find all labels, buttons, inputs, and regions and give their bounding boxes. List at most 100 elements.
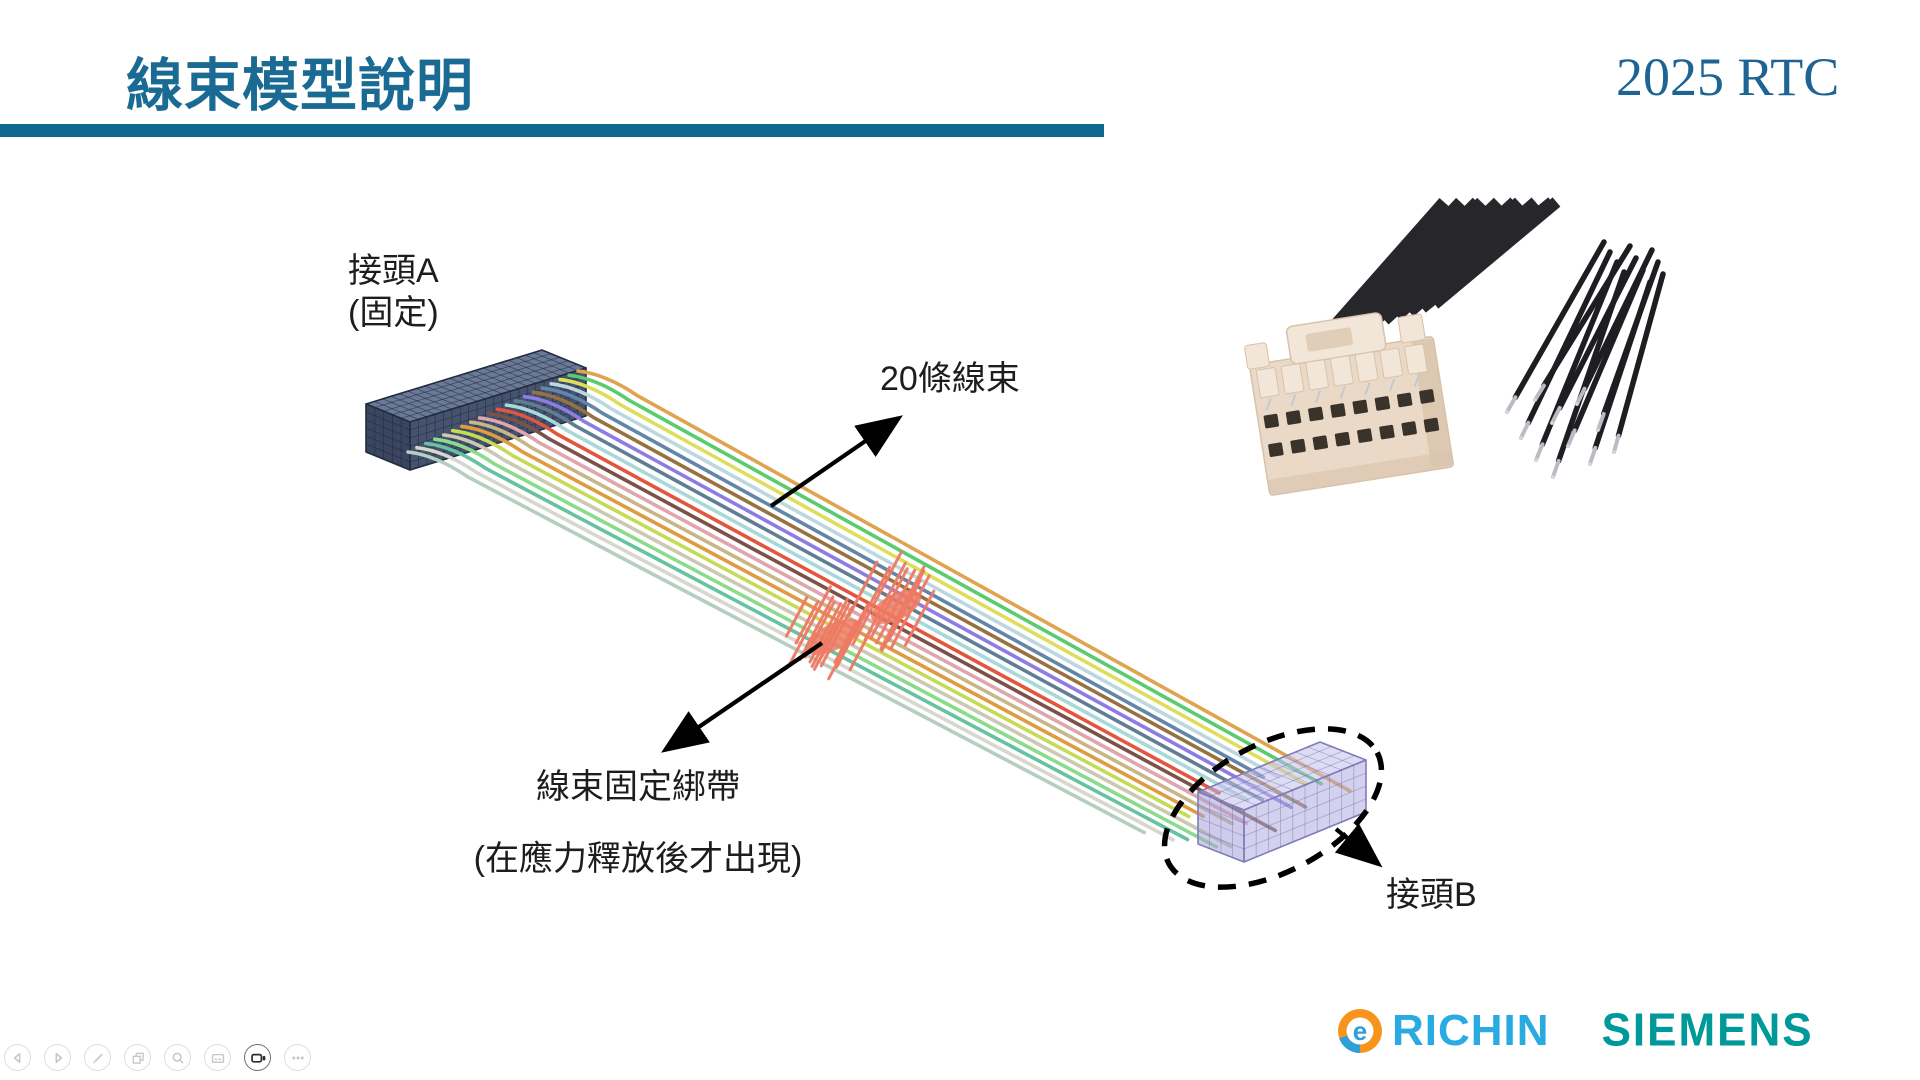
harness-wire (459, 424, 1206, 819)
cable-tie-strand (833, 620, 858, 664)
pen-button[interactable] (84, 1044, 111, 1071)
camera-button[interactable] (244, 1044, 271, 1071)
header-year-label: 2025 RTC (1616, 47, 1840, 107)
cable-tie-strand (889, 574, 931, 651)
harness-wire (486, 411, 1278, 833)
photo-cable (1317, 198, 1449, 344)
harness-wire (504, 403, 1250, 803)
photo-stripped-wire (1525, 249, 1613, 426)
wire-bundle (406, 369, 1352, 849)
zoom-button[interactable] (164, 1044, 191, 1071)
photo-stripped-wire (1541, 243, 1633, 389)
photo-wire-tip (1575, 386, 1587, 406)
harness-wire (567, 373, 1324, 786)
tie-label: 線束固定綁帶 (536, 768, 740, 806)
photo-stripped-wire (1556, 255, 1639, 411)
harness-wire (549, 381, 1280, 779)
cable-tie-strand (903, 589, 936, 647)
captions-button[interactable] (204, 1044, 231, 1071)
all-slides-icon (132, 1052, 144, 1064)
cable-tie-strand (875, 568, 917, 645)
photo-stripped-wire (1600, 259, 1661, 417)
cable-tie-strand (827, 603, 869, 681)
cable-tie-strand (869, 567, 909, 640)
photo-stripped-wire (1512, 239, 1607, 400)
cable-tie-strand (858, 565, 892, 625)
cable-tie-marks (784, 550, 936, 681)
more-options-icon (291, 1056, 304, 1059)
previous-slide-icon (13, 1052, 20, 1063)
more-options-button[interactable] (284, 1044, 311, 1071)
tie-note-label: (在應力釋放後才出現) (473, 840, 803, 878)
pen-icon (92, 1053, 103, 1063)
cable-tie-strand (808, 602, 843, 664)
annotation-arrow (769, 415, 903, 508)
richin-logo-text: RICHIN (1392, 1006, 1550, 1055)
title-underline (0, 124, 1104, 137)
harness-wire (450, 428, 1191, 819)
footer-logos: e RICHIN SIEMENS (1336, 1004, 1814, 1058)
harness-wire (531, 390, 1308, 809)
dashed-highlight-ellipse (1161, 726, 1385, 890)
cable-tie-strand (810, 597, 850, 668)
photo-cable (1367, 197, 1503, 329)
photo-cable (1355, 197, 1486, 333)
photo-wire-tip (1534, 442, 1545, 462)
previous-slide-button[interactable] (4, 1044, 31, 1071)
cable-tie-strand (803, 600, 836, 659)
harness-wire (468, 420, 1234, 826)
harness-wire (415, 445, 1175, 842)
harness-wire (441, 433, 1233, 849)
connector-b-label: 接頭B (1386, 876, 1477, 914)
harness-wire (406, 450, 1147, 835)
photo-wire-tip (1519, 420, 1531, 440)
cable-tie-strand (887, 579, 922, 643)
connector-photo (1244, 197, 1666, 496)
photo-wire-tip (1612, 433, 1621, 454)
harness-wire (495, 407, 1221, 795)
cable-tie-strand (847, 560, 879, 617)
photo-wire-tip (1588, 445, 1598, 466)
cable-tie-strand (784, 595, 809, 638)
zoom-icon (172, 1052, 184, 1064)
camera-icon (250, 1053, 265, 1063)
cable-tie-strand (787, 585, 832, 667)
harness-wire (513, 399, 1265, 802)
connector-a-label: 接頭A (固定) (348, 250, 439, 334)
photo-connector-housing (1244, 312, 1454, 496)
photo-wire-tip (1566, 428, 1577, 448)
all-slides-button[interactable] (124, 1044, 151, 1071)
annotation-arrow (1334, 823, 1383, 868)
photo-wire-tip (1596, 411, 1606, 432)
photo-wire-tip (1551, 458, 1561, 479)
harness-wire (433, 437, 1219, 849)
photo-cable (1430, 197, 1561, 309)
harness-wire (424, 441, 1190, 842)
page-title: 線束模型說明 (126, 54, 474, 118)
cable-tie-strand (863, 561, 907, 642)
svg-text:e: e (1353, 1016, 1367, 1046)
harness-wire (540, 386, 1266, 779)
cable-tie-strand (879, 565, 926, 651)
photo-wire-tip (1533, 383, 1546, 402)
cable-tie-strand (794, 600, 820, 645)
annotation-arrow (661, 641, 824, 753)
photo-cable (1330, 197, 1465, 341)
harness-wire (522, 394, 1293, 810)
photo-stripped-wire (1615, 271, 1666, 439)
cable-tie-strand (835, 619, 863, 669)
photo-cable (1392, 197, 1524, 321)
harness-wire (576, 369, 1352, 793)
photo-wire-tip (1550, 405, 1562, 425)
cable-tie-strand (819, 605, 854, 668)
next-slide-button[interactable] (44, 1044, 71, 1071)
connector-a-label-line2: (固定) (348, 294, 439, 332)
cable-tie-strand (818, 611, 847, 661)
harness-wire (477, 416, 1249, 826)
richin-logo-icon: e (1338, 1009, 1382, 1054)
photo-wire-tip (1505, 395, 1518, 414)
presenter-toolbar (4, 1044, 311, 1071)
harness-wire (558, 377, 1309, 786)
